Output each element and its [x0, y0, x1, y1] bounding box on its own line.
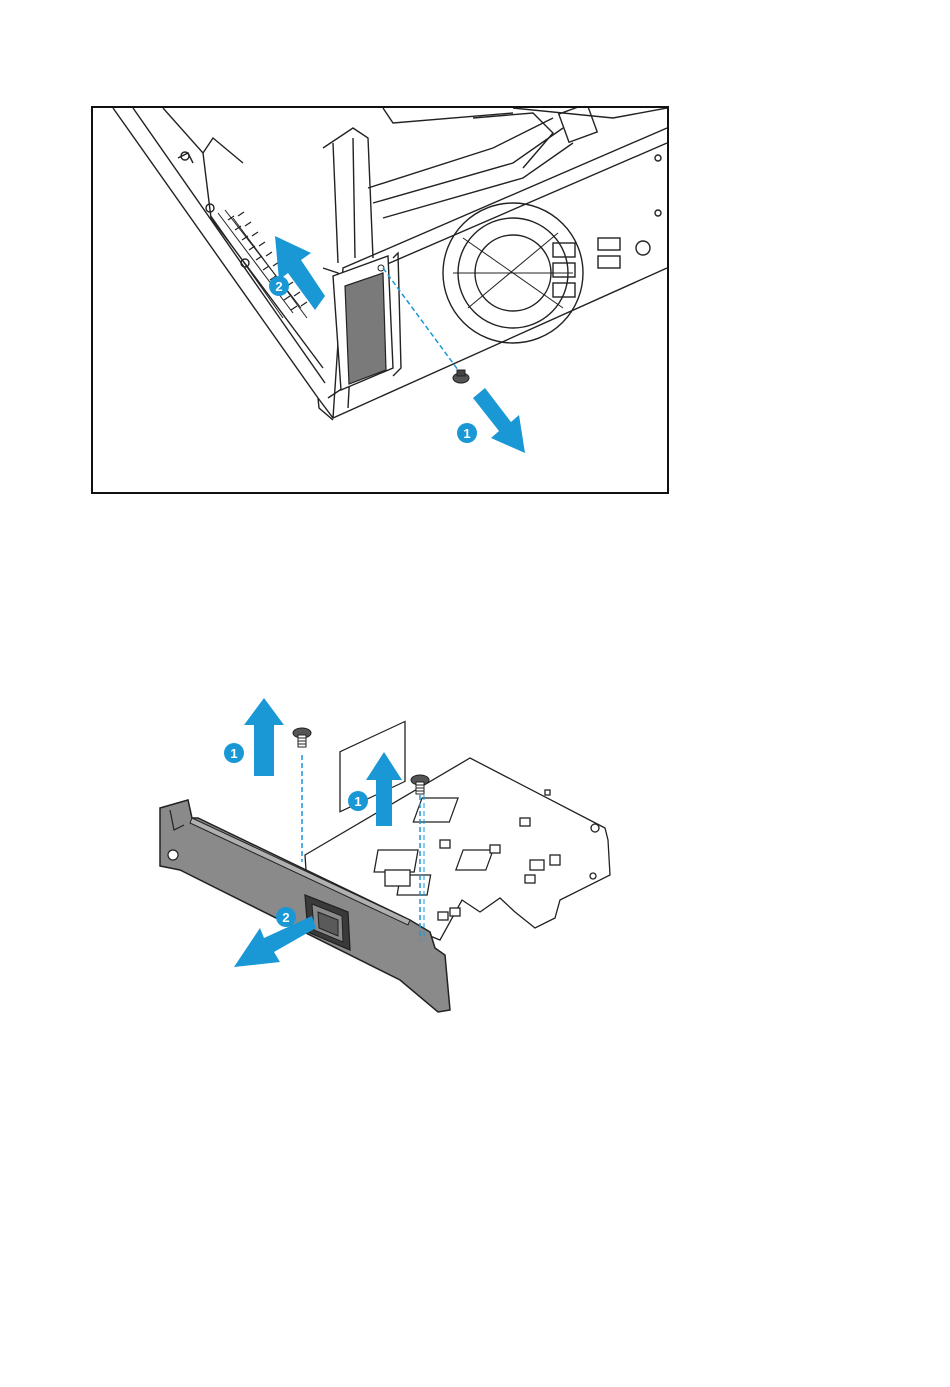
- step-marker-label: 2: [282, 910, 289, 925]
- remove-screw-arrow-icon: [473, 388, 525, 453]
- slot-cover-bracket: [333, 256, 393, 390]
- card-illustration: 1 1 2: [140, 680, 660, 1040]
- screw-guide-line: [383, 268, 461, 374]
- screw-icon: [453, 370, 469, 383]
- lift-screw-arrow-icon: [244, 698, 284, 776]
- chassis-outline: [113, 108, 667, 420]
- screw-icon: [293, 728, 311, 747]
- step-marker-label: 1: [230, 746, 237, 761]
- chassis-illustration: 1 2: [93, 108, 667, 492]
- step-marker-1: 1: [224, 743, 244, 763]
- step-marker-2: 2: [276, 907, 296, 927]
- step-marker-1: 1: [457, 423, 477, 443]
- pull-bracket-arrow-icon: [234, 916, 316, 967]
- step-marker-1: 1: [348, 791, 368, 811]
- step-marker-label: 1: [463, 426, 470, 441]
- card-bracket-diagram: 1 1 2: [140, 680, 660, 1040]
- step-marker-label: 1: [354, 794, 361, 809]
- step-marker-label: 2: [275, 279, 282, 294]
- chassis-diagram-frame: 1 2: [91, 106, 669, 494]
- step-marker-2: 2: [269, 276, 289, 296]
